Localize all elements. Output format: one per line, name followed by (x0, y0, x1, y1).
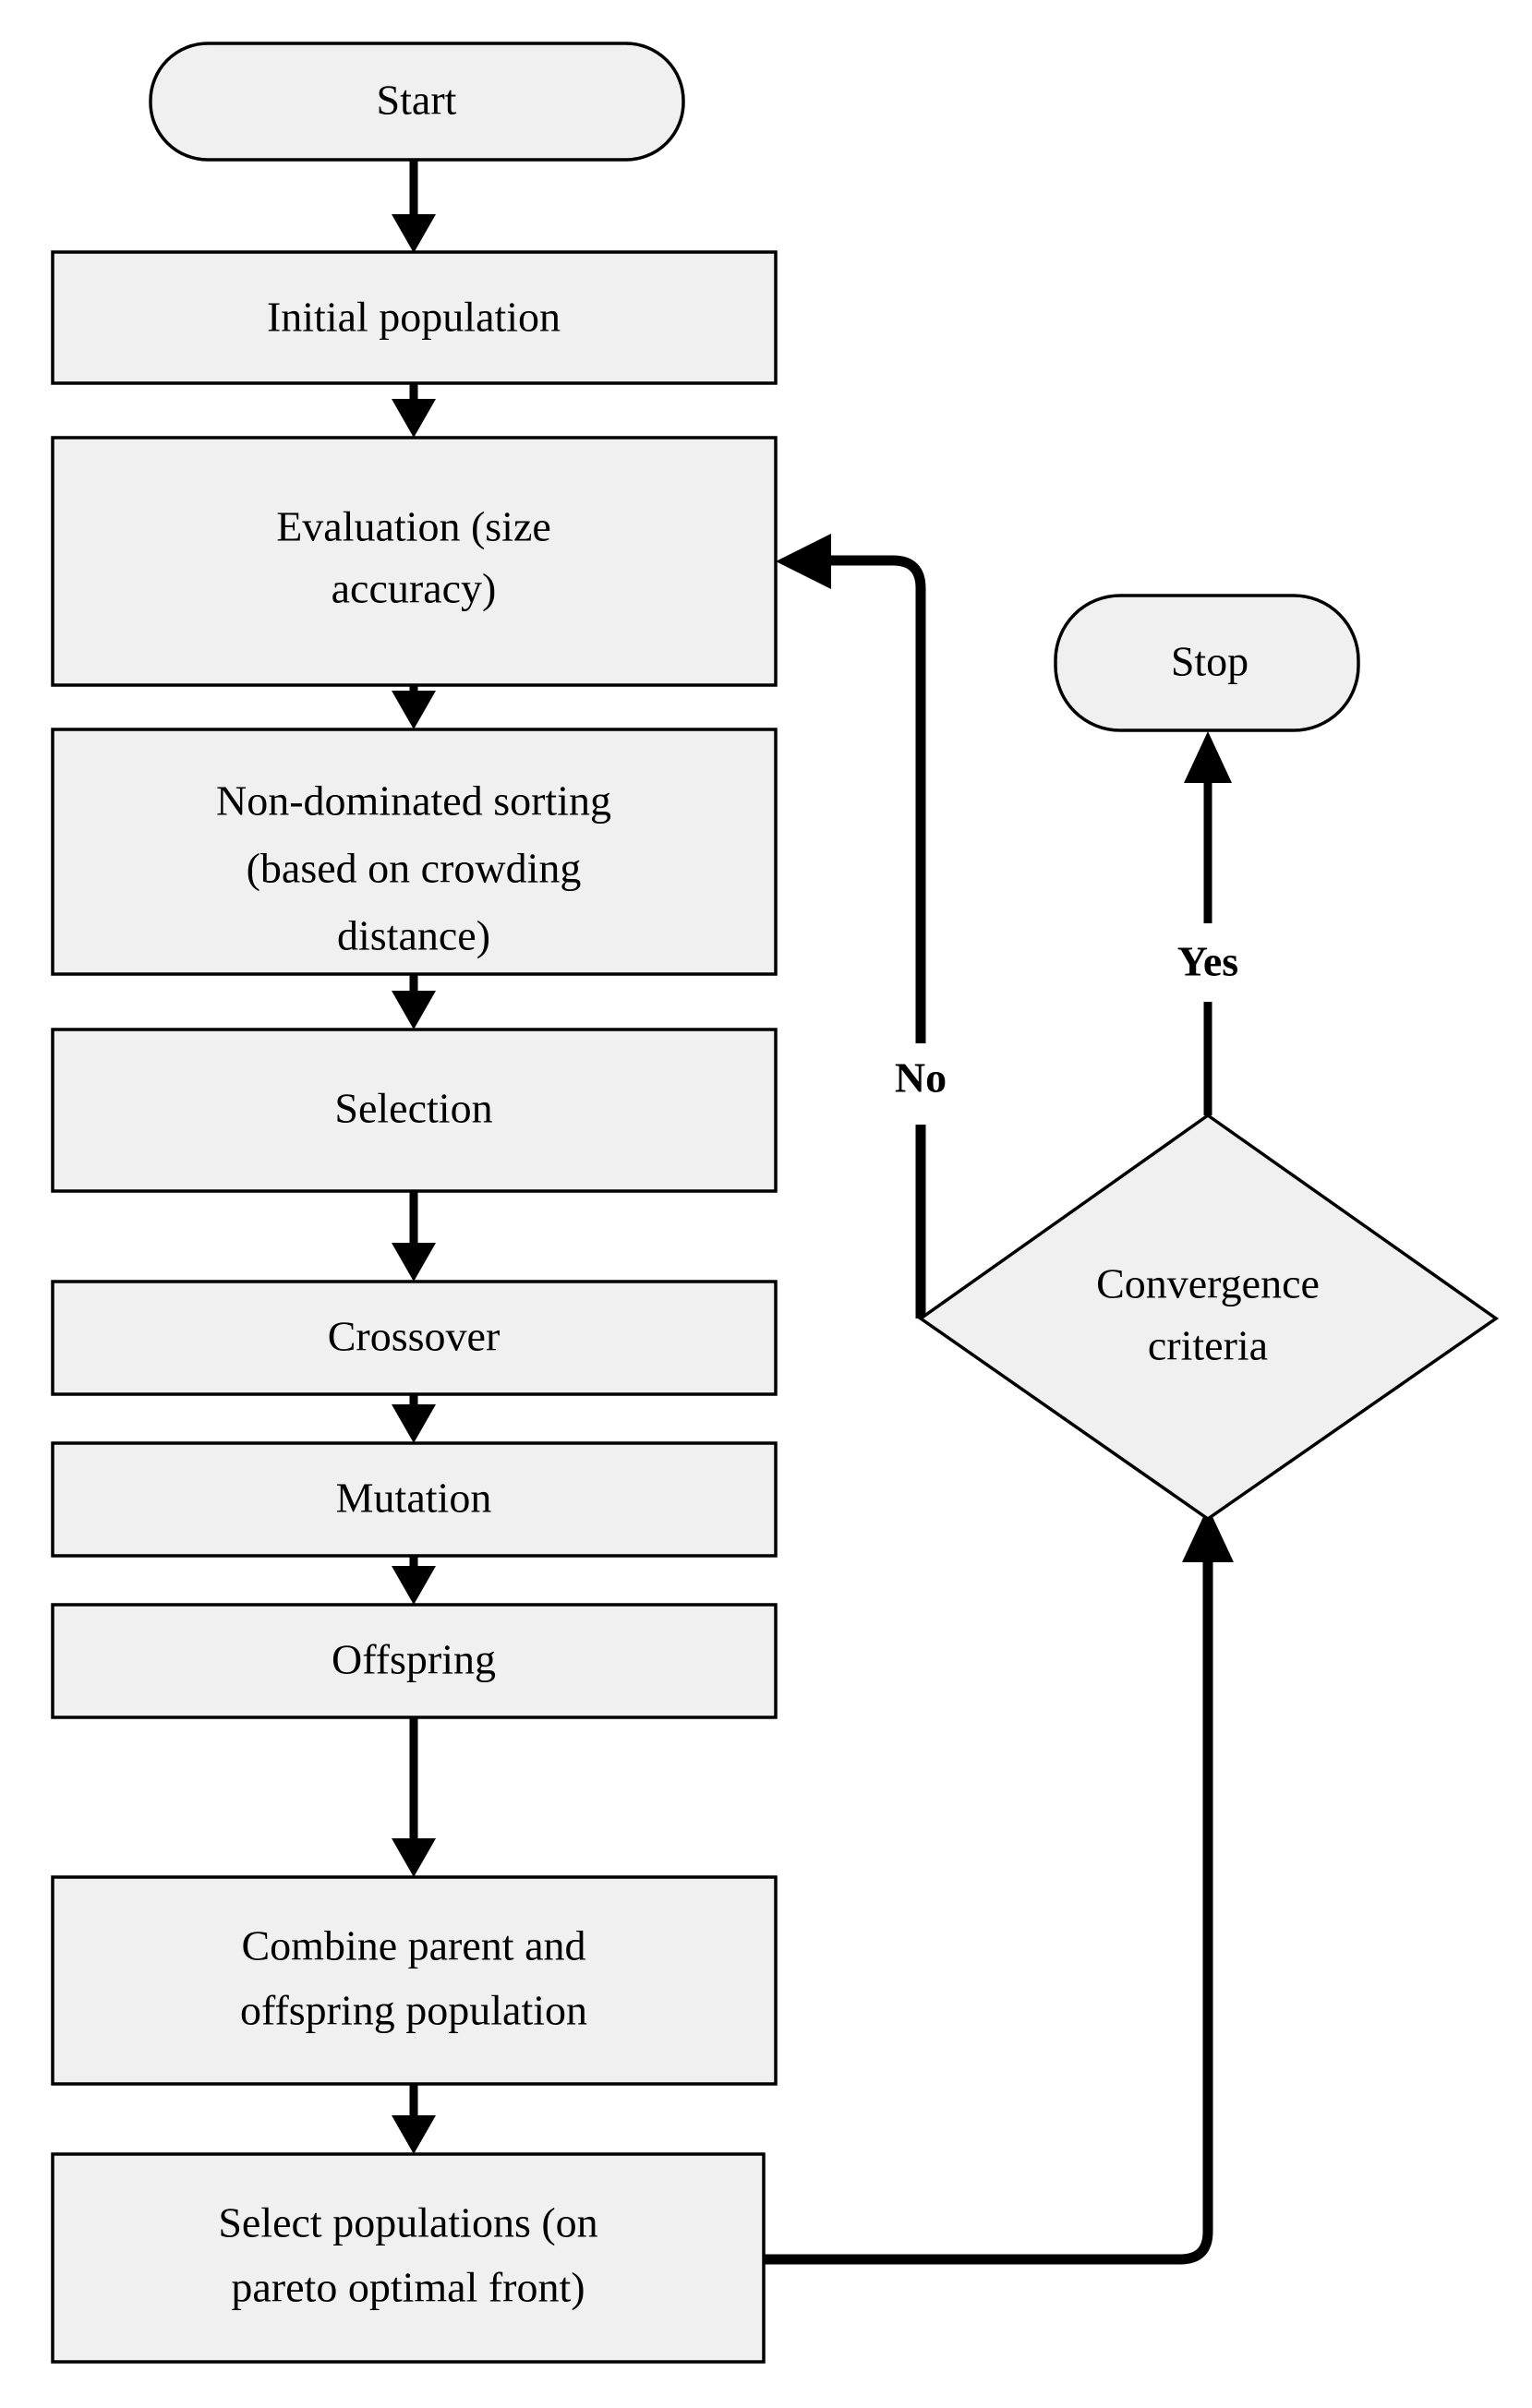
node-crossover[interactable]: Crossover (51, 1280, 778, 1396)
edge-non-dominated-sorting-to-selection (392, 974, 436, 1029)
edge-selection-to-crossover (392, 1191, 436, 1282)
node-evaluation-label-line1: Evaluation (size (276, 503, 551, 550)
node-offspring[interactable]: Offspring (51, 1603, 778, 1719)
node-selection[interactable]: Selection (51, 1028, 778, 1193)
edge-combine-to-select-populations (392, 2084, 436, 2154)
node-convergence-criteria[interactable]: Convergence criteria (917, 1113, 1500, 1522)
edge-offspring-to-combine (392, 1717, 436, 1877)
node-non-dominated-sorting-label-line1: Non-dominated sorting (216, 777, 611, 825)
edge-mutation-to-offspring (392, 1556, 436, 1605)
node-combine-label-line2: offspring population (240, 1987, 587, 2034)
node-offspring-label: Offspring (332, 1636, 496, 1683)
edge-select-populations-to-convergence (764, 1507, 1234, 2265)
node-stop[interactable]: Stop (1054, 594, 1360, 732)
node-initial-population-label: Initial population (267, 294, 561, 341)
node-non-dominated-sorting-label-line2: (based on crowding (247, 845, 582, 892)
edge-label-no: No (895, 1054, 947, 1102)
node-crossover-label: Crossover (328, 1313, 501, 1360)
edge-label-yes: Yes (1177, 938, 1238, 985)
edge-convergence-yes-to-stop (1184, 731, 1232, 1115)
node-start[interactable]: Start (149, 42, 685, 162)
node-select-populations[interactable]: Select populations (on pareto optimal fr… (51, 2152, 766, 2364)
node-stop-label: Stop (1171, 638, 1249, 685)
node-evaluation-label-line2: accuracy) (332, 565, 497, 612)
node-combine-label-line1: Combine parent and (241, 1922, 585, 1969)
node-start-label: Start (377, 77, 457, 124)
node-selection-label: Selection (334, 1085, 492, 1132)
node-convergence-label-line2: criteria (1148, 1322, 1268, 1369)
node-combine[interactable]: Combine parent and offspring population (51, 1875, 778, 2086)
edge-evaluation-to-non-dominated-sorting (392, 685, 436, 729)
node-convergence-label-line1: Convergence (1096, 1260, 1320, 1307)
edge-convergence-no-to-evaluation (776, 534, 926, 1318)
node-mutation-label: Mutation (336, 1475, 492, 1522)
node-select-populations-label-line2: pareto optimal front) (231, 2264, 585, 2311)
edge-start-to-initial-population (392, 160, 436, 253)
edge-initial-population-to-evaluation (392, 383, 436, 438)
node-mutation[interactable]: Mutation (51, 1441, 778, 1558)
node-non-dominated-sorting[interactable]: Non-dominated sorting (based on crowding… (51, 728, 778, 976)
edge-crossover-to-mutation (392, 1394, 436, 1443)
node-non-dominated-sorting-label-line3: distance) (337, 912, 490, 959)
node-evaluation[interactable]: Evaluation (size accuracy) (51, 436, 778, 687)
node-select-populations-label-line1: Select populations (on (218, 2199, 597, 2246)
node-initial-population[interactable]: Initial population (51, 250, 778, 385)
